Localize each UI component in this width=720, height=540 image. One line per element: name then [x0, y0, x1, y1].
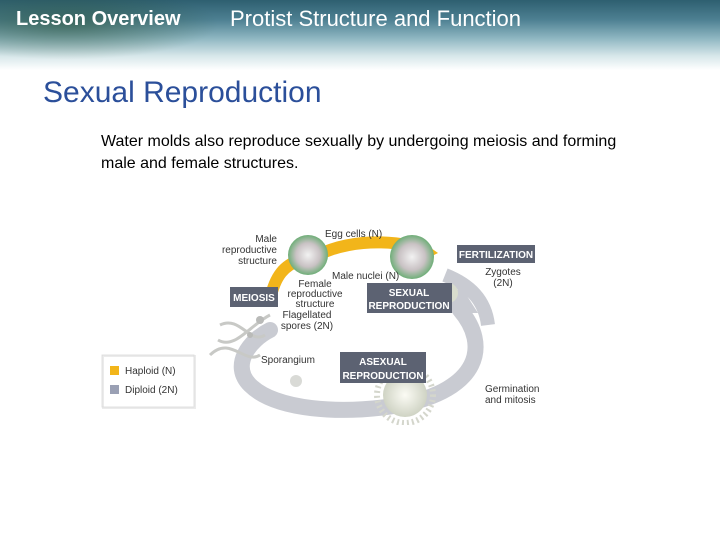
diploid-cycle-arrow	[233, 302, 484, 418]
germination-line1: Germination	[485, 384, 539, 395]
sporangium-label: Sporangium	[261, 355, 315, 366]
germination-label: Germination and mitosis	[485, 384, 539, 406]
egg-cells-label: Egg cells (N)	[325, 229, 382, 240]
legend: Haploid (N) Diploid (2N)	[101, 354, 196, 409]
female-structure-label: Female reproductive structure	[287, 279, 342, 310]
header-decoration	[0, 0, 220, 60]
female-label-line1: Female	[298, 279, 332, 290]
legend-label-diploid: Diploid (2N)	[125, 385, 178, 396]
female-label-line2: reproductive	[287, 289, 342, 300]
asexual-label-line1: ASEXUAL	[359, 357, 407, 368]
meiosis-box	[230, 287, 278, 307]
female-label-line3: structure	[296, 299, 335, 310]
female-structure-cell	[390, 235, 434, 279]
flagellated-spores-label: Flagellated spores (2N)	[281, 310, 333, 332]
slide-title: Sexual Reproduction	[43, 76, 322, 109]
spores-line2: spores (2N)	[281, 321, 333, 332]
water-mold-life-cycle-diagram: FERTILIZATION MEIOSIS SEXUAL REPRODUCTIO…	[101, 229, 539, 425]
male-label-line1: Male	[255, 234, 277, 245]
asexual-label-line2: REPRODUCTION	[342, 371, 423, 382]
male-label-line2: reproductive	[222, 245, 277, 256]
legend-label-haploid: Haploid (N)	[125, 366, 176, 377]
legend-swatch-diploid	[110, 385, 119, 394]
fertilization-box	[457, 245, 535, 263]
zygotes-label: Zygotes (2N)	[485, 267, 521, 289]
germination-line2: and mitosis	[485, 395, 536, 406]
diploid-right-arrow	[442, 268, 495, 327]
sexual-label-line1: SEXUAL	[389, 288, 430, 299]
male-label-line3: structure	[238, 256, 277, 267]
hyphae-strands	[208, 313, 271, 359]
topic-title: Protist Structure and Function	[230, 6, 522, 31]
zygotes-line2: (2N)	[493, 278, 512, 289]
lesson-overview-label: Lesson Overview	[16, 8, 181, 30]
spores-line1: Flagellated	[283, 310, 332, 321]
male-structure-cell	[288, 235, 328, 275]
header-banner	[0, 0, 720, 70]
fertilization-label: FERTILIZATION	[459, 250, 533, 261]
meiosis-label: MEIOSIS	[233, 293, 275, 304]
spore-dot	[290, 375, 302, 387]
male-structure-label: Male reproductive structure	[222, 234, 277, 267]
zygotes-line1: Zygotes	[485, 267, 521, 278]
spore-dot	[247, 332, 253, 338]
slide-body-text: Water molds also reproduce sexually by u…	[101, 133, 617, 172]
spore-dot	[256, 316, 264, 324]
sexual-label-line2: REPRODUCTION	[368, 301, 449, 312]
asexual-reproduction-box	[340, 352, 426, 383]
sexual-reproduction-box	[367, 283, 452, 313]
male-nuclei-label: Male nuclei (N)	[332, 271, 399, 282]
diploid-arrowhead	[444, 285, 478, 313]
legend-swatch-haploid	[110, 366, 119, 375]
